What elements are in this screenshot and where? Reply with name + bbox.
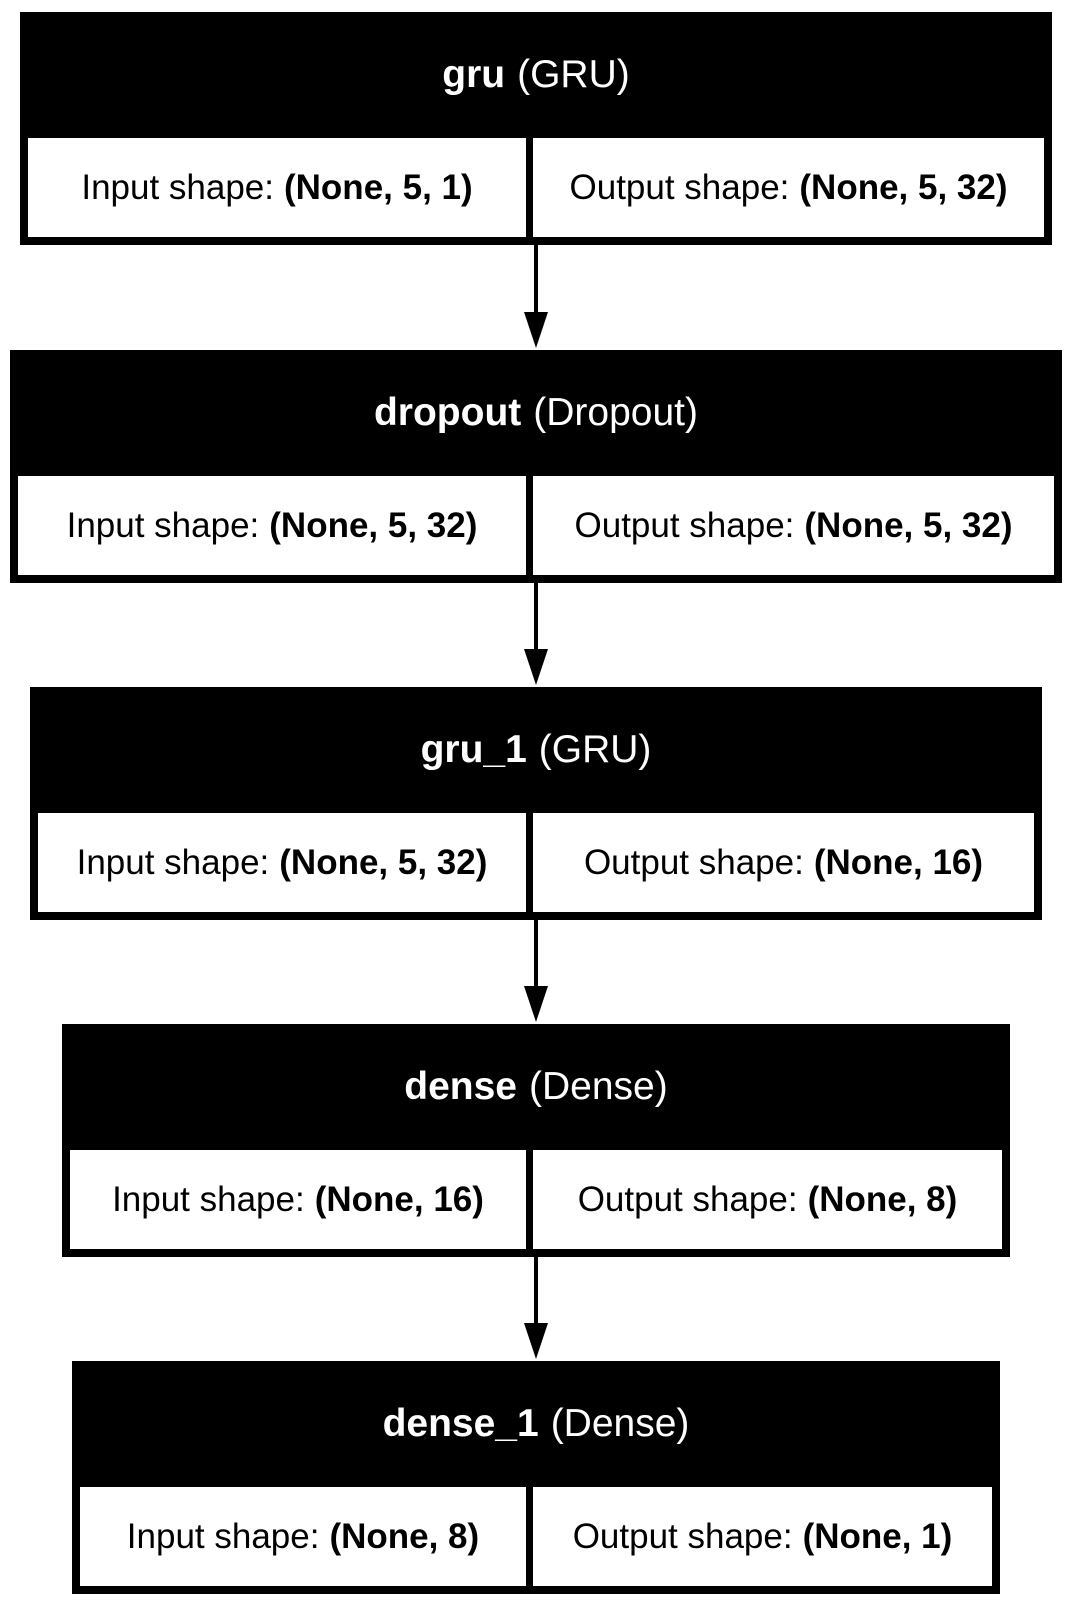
output-shape-label: Output shape: — [574, 505, 795, 545]
input-shape-cell: Input shape: (None, 8) — [80, 1487, 526, 1586]
layer-name: gru — [442, 53, 506, 96]
layer-box-dropout: dropout (Dropout) Input shape: (None, 5,… — [10, 350, 1062, 583]
output-shape-label: Output shape: — [583, 842, 804, 882]
layer-type: (GRU) — [517, 53, 630, 96]
input-shape-value: (None, 5, 32) — [279, 842, 488, 882]
layer-type: (Dropout) — [533, 391, 698, 434]
output-shape-label: Output shape: — [569, 167, 790, 207]
input-shape-value: (None, 5, 32) — [269, 505, 478, 545]
connection-arrow — [524, 920, 548, 1022]
output-shape-cell: Output shape: (None, 16) — [533, 813, 1034, 912]
connection-arrow — [524, 245, 548, 348]
layer-name: dense_1 — [382, 1402, 539, 1445]
layer-name: gru_1 — [420, 728, 527, 771]
layer-header: gru_1 (GRU) — [30, 687, 1042, 813]
output-shape-cell: Output shape: (None, 1) — [533, 1487, 992, 1586]
output-shape-cell: Output shape: (None, 5, 32) — [533, 138, 1044, 237]
connection-arrow — [524, 583, 548, 685]
output-shape-value: (None, 5, 32) — [799, 167, 1008, 207]
layer-name: dense — [404, 1065, 517, 1108]
layer-type: (GRU) — [538, 728, 652, 771]
layer-header: dropout (Dropout) — [10, 350, 1062, 476]
input-shape-label: Input shape: — [112, 1179, 305, 1219]
output-shape-cell: Output shape: (None, 8) — [533, 1150, 1002, 1249]
input-shape-cell: Input shape: (None, 5, 32) — [38, 813, 526, 912]
output-shape-cell: Output shape: (None, 5, 32) — [533, 476, 1054, 575]
layer-header: dense_1 (Dense) — [72, 1361, 1000, 1487]
output-shape-value: (None, 5, 32) — [804, 505, 1013, 545]
input-shape-cell: Input shape: (None, 5, 1) — [28, 138, 526, 237]
connection-arrow — [524, 1257, 548, 1359]
output-shape-value: (None, 16) — [813, 842, 984, 882]
layer-header: dense (Dense) — [62, 1024, 1010, 1150]
layer-name: dropout — [373, 391, 522, 434]
input-shape-label: Input shape: — [126, 1516, 320, 1556]
layer-box-gru: gru (GRU) Input shape: (None, 5, 1) Outp… — [20, 12, 1052, 245]
input-shape-label: Input shape: — [66, 505, 260, 545]
layer-box-dense: dense (Dense) Input shape: (None, 16) Ou… — [62, 1024, 1010, 1257]
input-shape-cell: Input shape: (None, 16) — [70, 1150, 526, 1249]
layer-header: gru (GRU) — [20, 12, 1052, 138]
input-shape-value: (None, 5, 1) — [284, 167, 473, 207]
layer-box-dense-1: dense_1 (Dense) Input shape: (None, 8) O… — [72, 1361, 1000, 1594]
output-shape-label: Output shape: — [577, 1179, 798, 1219]
layer-type: (Dense) — [529, 1065, 668, 1108]
input-shape-value: (None, 8) — [329, 1516, 480, 1556]
output-shape-value: (None, 8) — [807, 1179, 958, 1219]
layer-type: (Dense) — [550, 1402, 690, 1445]
layer-box-gru-1: gru_1 (GRU) Input shape: (None, 5, 32) O… — [30, 687, 1042, 920]
input-shape-cell: Input shape: (None, 5, 32) — [18, 476, 526, 575]
input-shape-label: Input shape: — [81, 167, 274, 207]
output-shape-label: Output shape: — [572, 1516, 793, 1556]
output-shape-value: (None, 1) — [802, 1516, 953, 1556]
input-shape-label: Input shape: — [76, 842, 270, 882]
input-shape-value: (None, 16) — [314, 1179, 484, 1219]
